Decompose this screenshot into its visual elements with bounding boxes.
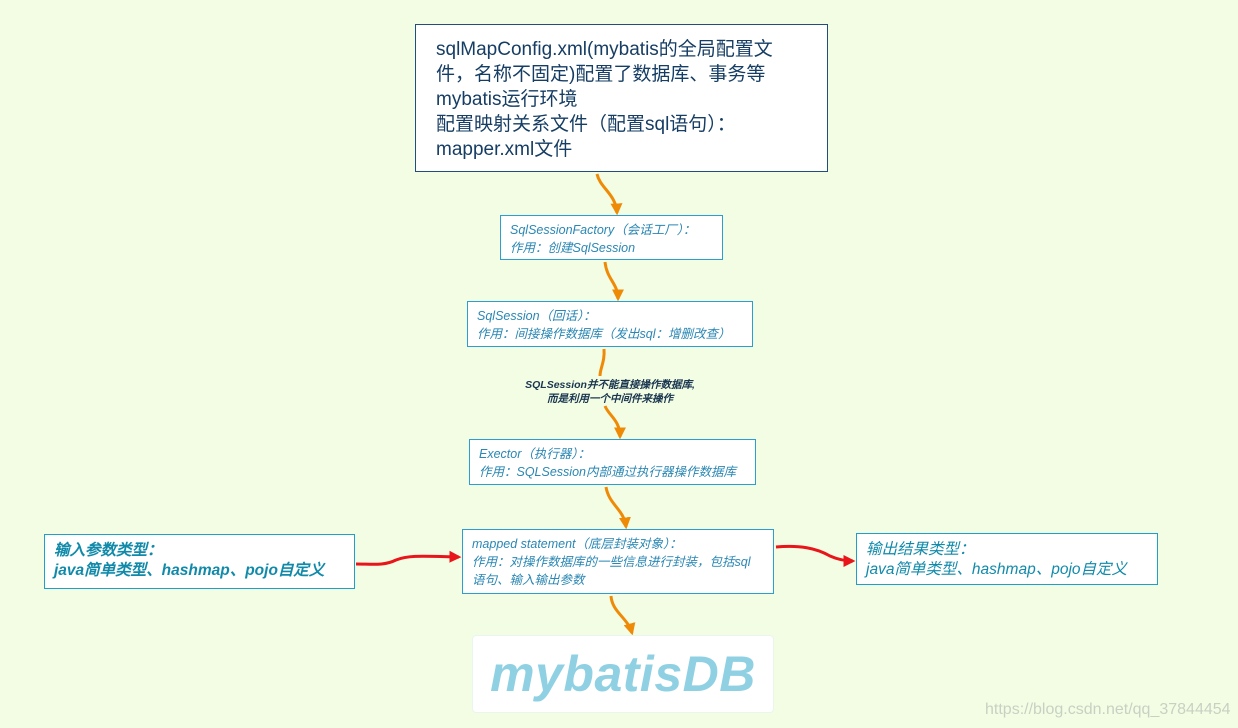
arrow-factory-to-session <box>603 261 624 302</box>
config-line: 配置映射关系文件（配置sql语句）： <box>436 114 736 135</box>
arrow-mapped-to-db <box>609 595 636 636</box>
output-desc: java简单类型、hashmap、pojo自定义 <box>866 561 1128 578</box>
executor-desc: 作用：SQLSession内部通过执行器操作数据库 <box>479 465 736 479</box>
mapped-statement-box: mapped statement（底层封装对象）： 作用：对操作数据库的一些信息… <box>462 529 774 594</box>
session-desc: 作用：间接操作数据库（发出sql：增删改查） <box>477 327 731 341</box>
arrow-executor-to-mapped <box>604 486 631 530</box>
arrow-note-to-executor <box>603 405 626 440</box>
output-title: 输出结果类型： <box>866 541 975 558</box>
config-box: sqlMapConfig.xml(mybatis的全局配置文 件，名称不固定)配… <box>415 24 828 172</box>
arrow-input-to-mapped <box>355 550 462 566</box>
watermark-text: https://blog.csdn.net/qq_37844454 <box>985 701 1231 718</box>
arrow-config-to-factory <box>595 173 623 216</box>
mapped-desc: 语句、输入输出参数 <box>472 573 585 587</box>
config-line: mybatis运行环境 <box>436 89 578 110</box>
config-line: 件，名称不固定)配置了数据库、事务等 <box>436 64 766 85</box>
input-desc: java简单类型、hashmap、pojo自定义 <box>54 562 325 579</box>
note-line: 而是利用一个中间件来操作 <box>547 393 673 405</box>
note-line: SQLSession并不能直接操作数据库, <box>525 379 695 391</box>
output-result-box: 输出结果类型： java简单类型、hashmap、pojo自定义 <box>856 533 1158 585</box>
mapped-desc: 作用：对操作数据库的一些信息进行封装，包括sql <box>472 555 751 569</box>
database-box: mybatisDB <box>472 635 774 713</box>
session-title: SqlSession（回话）： <box>477 309 596 323</box>
sqlsession-box: SqlSession（回话）： 作用：间接操作数据库（发出sql：增删改查） <box>467 301 753 347</box>
database-label: mybatisDB <box>490 646 756 702</box>
config-line: sqlMapConfig.xml(mybatis的全局配置文 <box>436 39 773 60</box>
factory-title: SqlSessionFactory（会话工厂）： <box>510 223 696 237</box>
executor-title: Exector（执行器）： <box>479 447 591 461</box>
executor-box: Exector（执行器）： 作用：SQLSession内部通过执行器操作数据库 <box>469 439 756 485</box>
factory-desc: 作用：创建SqlSession <box>510 241 636 255</box>
input-param-box: 输入参数类型： java简单类型、hashmap、pojo自定义 <box>44 534 355 589</box>
mapped-title: mapped statement（底层封装对象）： <box>472 537 682 551</box>
input-title: 输入参数类型： <box>54 542 163 559</box>
session-note: SQLSession并不能直接操作数据库, 而是利用一个中间件来操作 <box>500 378 720 406</box>
config-line: mapper.xml文件 <box>436 139 573 160</box>
arrow-session-to-note <box>598 348 606 377</box>
sqlsessionfactory-box: SqlSessionFactory（会话工厂）： 作用：创建SqlSession <box>500 215 723 260</box>
arrow-mapped-to-output <box>775 544 856 567</box>
